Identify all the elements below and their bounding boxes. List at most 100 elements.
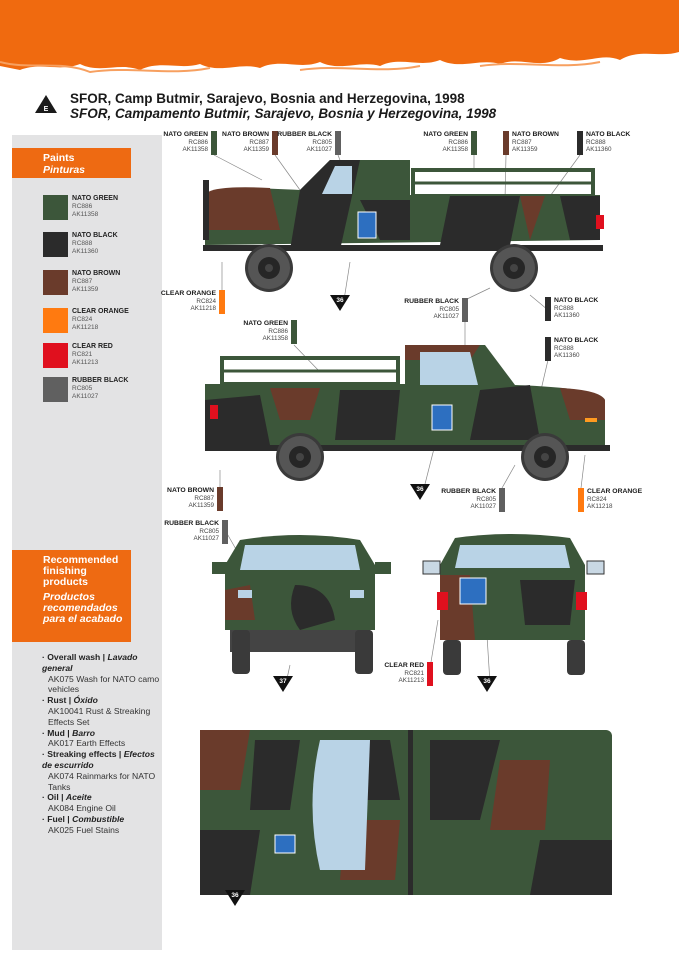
paint-name: NATO BLACK: [72, 232, 118, 239]
decal-ref-number: 36: [483, 678, 491, 685]
paint-name: CLEAR RED: [72, 343, 113, 350]
decal-ref-number: 36: [231, 892, 239, 899]
callout-ak: AK11359: [188, 502, 214, 509]
callout-ak: AK11027: [433, 313, 459, 320]
callout-ak: AK11358: [182, 146, 208, 153]
finishing-type-es: Óxido: [73, 695, 98, 706]
decal-ref-number: 36: [336, 297, 344, 304]
callout-rc: RC887: [249, 138, 269, 146]
paint-ak: AK11360: [72, 248, 99, 255]
finishing-type-es: Barro: [72, 727, 96, 738]
callout-swatch: [217, 487, 223, 511]
callout-swatch: [219, 290, 225, 314]
finishing-type-es: Lavado general: [42, 652, 138, 673]
finishing-product: AK084 Engine Oil: [48, 803, 116, 814]
rear-view: [422, 534, 605, 675]
callout-rc: RC887: [512, 138, 532, 146]
callout-ak: AK11360: [554, 352, 580, 359]
callout-name: RUBBER BLACK: [277, 131, 332, 138]
paint-name: CLEAR ORANGE: [72, 308, 129, 315]
paint-name: RUBBER BLACK: [72, 377, 129, 384]
finishing-type: Fuel: [47, 813, 65, 824]
finishing-heading: Recommended finishing products Productos…: [12, 550, 131, 642]
finishing-product: AK074 Rainmarks for NATO Tanks: [48, 770, 156, 792]
callout-swatch: [462, 298, 468, 322]
side-view-right: [205, 345, 610, 481]
paint-swatch: [43, 308, 68, 333]
callout-rc: RC886: [268, 327, 288, 335]
paint-rc: RC805: [72, 385, 93, 392]
paint-ak: AK11359: [72, 286, 99, 293]
callout-swatch: [272, 131, 278, 155]
callout-rc: RC805: [439, 305, 459, 313]
finishing-type: Mud: [47, 727, 65, 738]
callout-rc: RC886: [448, 138, 468, 146]
callout-swatch: [291, 320, 297, 344]
finishing-product: AK017 Earth Effects: [48, 738, 126, 749]
callout-rc: RC888: [554, 344, 574, 352]
finishing-product: AK075 Wash for NATO camo vehicles: [48, 673, 160, 695]
callout-rc: RC886: [188, 138, 208, 146]
paint-ak: AK11213: [72, 359, 99, 366]
paint-ak: AK11218: [72, 324, 99, 331]
finishing-heading-en: Recommended finishing products: [43, 554, 119, 588]
paint-swatch: [43, 270, 68, 295]
callout-name: NATO BROWN: [512, 131, 559, 138]
paint-rc: RC886: [72, 203, 93, 210]
callout-name: NATO BROWN: [167, 487, 214, 494]
finishing-type-es: Efectos de escurrido: [42, 749, 155, 770]
callout-name: NATO BLACK: [554, 337, 599, 344]
callout-name: RUBBER BLACK: [164, 520, 219, 527]
callout-ak: AK11359: [512, 146, 538, 153]
paint-swatch: [43, 343, 68, 368]
callout-swatch: [578, 488, 584, 512]
paint-swatch: [43, 195, 68, 220]
finishing-heading-es: Productos recomendados para el acabado: [43, 591, 123, 625]
finishing-item: · Streaking effects | Efectos de escurri…: [42, 749, 162, 792]
page-title: SFOR, Camp Butmir, Sarajevo, Bosnia and …: [70, 91, 465, 106]
paint-rc: RC887: [72, 278, 93, 285]
paints-heading-es: Pinturas: [43, 164, 86, 176]
callout-name: NATO BLACK: [554, 297, 599, 304]
callout-rc: RC824: [587, 495, 607, 503]
callout-swatch: [577, 131, 583, 155]
callout-rc: RC805: [199, 527, 219, 535]
paint-rc: RC888: [72, 240, 93, 247]
decal-ref-triangle-icon: [273, 676, 293, 692]
side-view-left: [203, 160, 604, 292]
callout-rc: RC805: [476, 495, 496, 503]
paint-swatch: [43, 232, 68, 257]
callout-name: NATO BROWN: [222, 131, 269, 138]
paint-rc: RC824: [72, 316, 93, 323]
decal-ref-triangle-icon: [225, 890, 245, 906]
page-title-spanish: SFOR, Campamento Butmir, Sarajevo, Bosni…: [70, 106, 497, 121]
finishing-type: Oil: [47, 792, 59, 803]
callout-name: RUBBER BLACK: [441, 488, 496, 495]
callout-rc: RC887: [194, 494, 214, 502]
decal-ref-number: 36: [416, 486, 424, 493]
callout-ak: AK11027: [470, 503, 496, 510]
decal-ref-triangle-icon: [410, 484, 430, 500]
decal-ref-triangle-icon: [330, 295, 350, 311]
callout-name: CLEAR RED: [384, 662, 424, 669]
front-view: [212, 535, 391, 674]
side-panel: [12, 135, 162, 950]
callout-swatch: [222, 520, 228, 544]
callout-name: CLEAR ORANGE: [160, 290, 216, 297]
callout-swatch: [335, 131, 341, 155]
